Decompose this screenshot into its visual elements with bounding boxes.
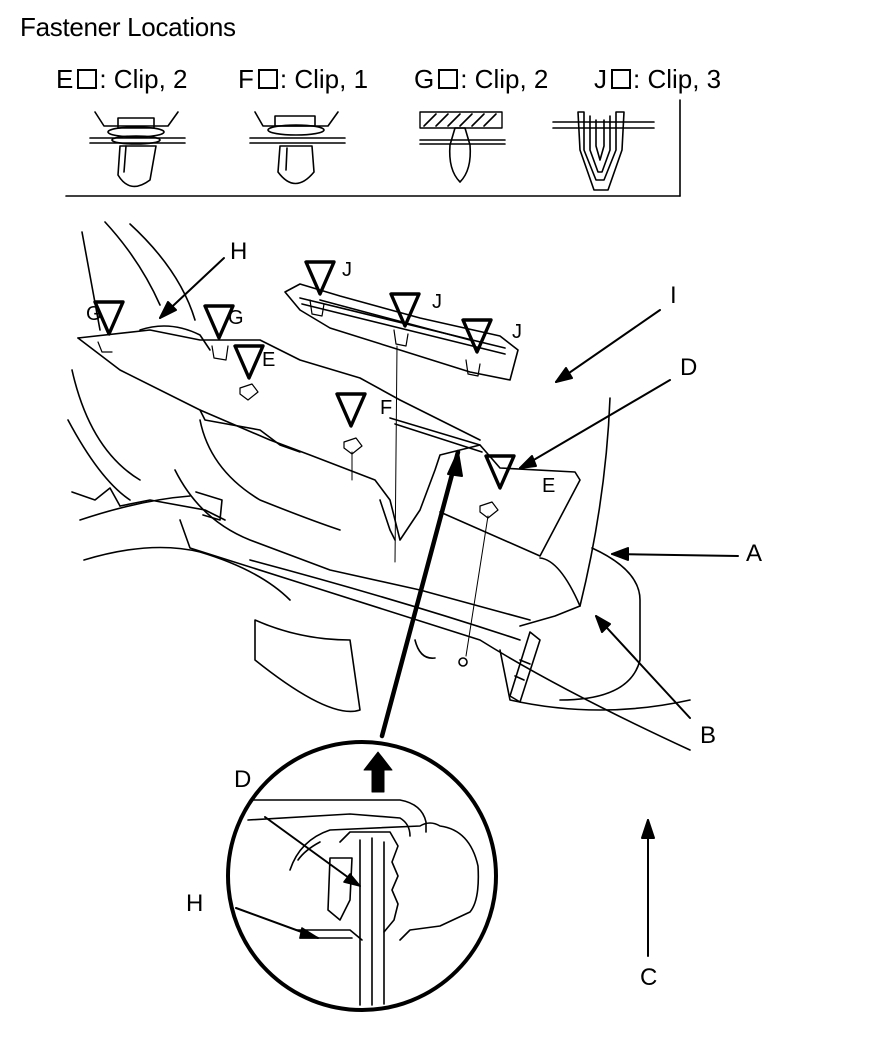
callout-h-detail: H <box>186 890 204 917</box>
legend-text-j: : Clip, 3 <box>633 64 722 94</box>
clip-j-icon <box>552 111 655 191</box>
legend-letter-f: F <box>238 64 254 94</box>
callout-d-detail: D <box>234 766 252 793</box>
clip-leader-lines <box>351 345 489 657</box>
rear-trim-piece <box>139 325 211 351</box>
callout-c: C <box>640 964 658 991</box>
clip-g-icon <box>419 111 506 183</box>
square-icon <box>611 69 631 89</box>
clip-location-marks <box>97 299 499 519</box>
legend-item-e: E : Clip, 2 <box>56 64 188 95</box>
marker-e-2: E <box>542 475 556 497</box>
detail-pointer <box>379 449 463 739</box>
trim-panel <box>77 329 581 621</box>
legend-item-j: J : Clip, 3 <box>594 64 721 95</box>
square-icon <box>257 69 278 89</box>
callout-arrows <box>159 257 739 957</box>
callout-b: B <box>700 722 717 749</box>
legend-text-g: : Clip, 2 <box>460 64 549 94</box>
legend-item-f: F : Clip, 1 <box>238 64 368 95</box>
legend-text-e: : Clip, 2 <box>99 64 188 94</box>
square-icon <box>438 69 459 89</box>
marker-e-1: E <box>262 349 276 371</box>
legend-frame <box>65 99 681 197</box>
detail-view <box>226 740 498 1012</box>
pillar-trim <box>519 397 611 627</box>
marker-j-3: J <box>512 321 522 343</box>
callout-a: A <box>746 540 763 567</box>
marker-triangles <box>93 260 516 490</box>
marker-f: F <box>380 397 393 419</box>
marker-g-1: G <box>86 303 102 325</box>
callout-d: D <box>680 354 698 381</box>
square-icon <box>77 69 98 89</box>
callout-i: I <box>670 282 677 309</box>
legend-letter-g: G <box>414 64 435 94</box>
legend-item-g: G : Clip, 2 <box>414 64 548 95</box>
vehicle-body-outline <box>67 221 691 751</box>
marker-j-2: J <box>432 291 442 313</box>
legend-letter-e: E <box>56 64 74 94</box>
callout-h: H <box>230 238 248 265</box>
legend-letter-j: J <box>594 64 607 94</box>
clip-f-icon <box>249 111 346 185</box>
marker-j-1: J <box>342 259 352 281</box>
clip-e-icon <box>89 111 186 188</box>
legend-text-f: : Clip, 1 <box>279 64 369 94</box>
marker-g-2: G <box>228 307 244 329</box>
page-title: Fastener Locations <box>20 12 236 42</box>
